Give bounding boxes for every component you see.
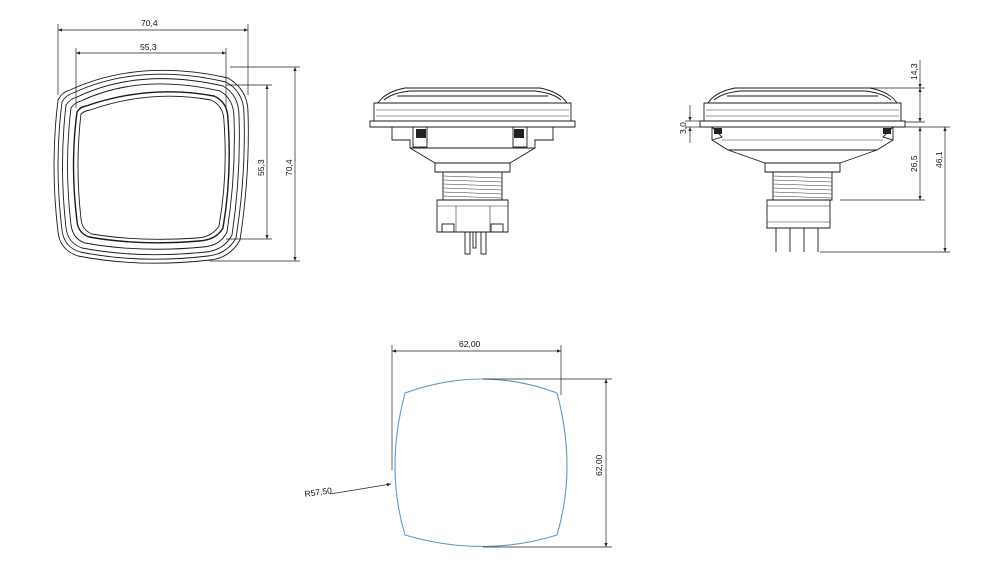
cutout-radius-label: R57,50 — [304, 485, 333, 499]
body-height-label: 26,5 — [909, 155, 919, 172]
cap-height-label: 14,3 — [909, 63, 919, 80]
front-outer-height-label: 70,4 — [284, 159, 294, 176]
cutout-view: 62,00 62,00 R57,50 — [304, 339, 612, 548]
side-view-right: 14,3 3,0 26,5 46,1 — [678, 60, 950, 253]
cutout-width-label: 62,00 — [459, 339, 481, 349]
front-inner-height-label: 55,3 — [256, 159, 266, 176]
front-view: 70,4 55,3 55,3 70,4 — [53, 18, 300, 264]
flange-thickness-label: 3,0 — [678, 122, 688, 134]
front-outer-width-label: 70,4 — [141, 18, 158, 28]
total-height-label: 46,1 — [934, 151, 944, 168]
cutout-height-label: 62,00 — [594, 454, 604, 476]
side-view-left — [369, 87, 576, 255]
front-inner-width-label: 55,3 — [140, 42, 157, 52]
